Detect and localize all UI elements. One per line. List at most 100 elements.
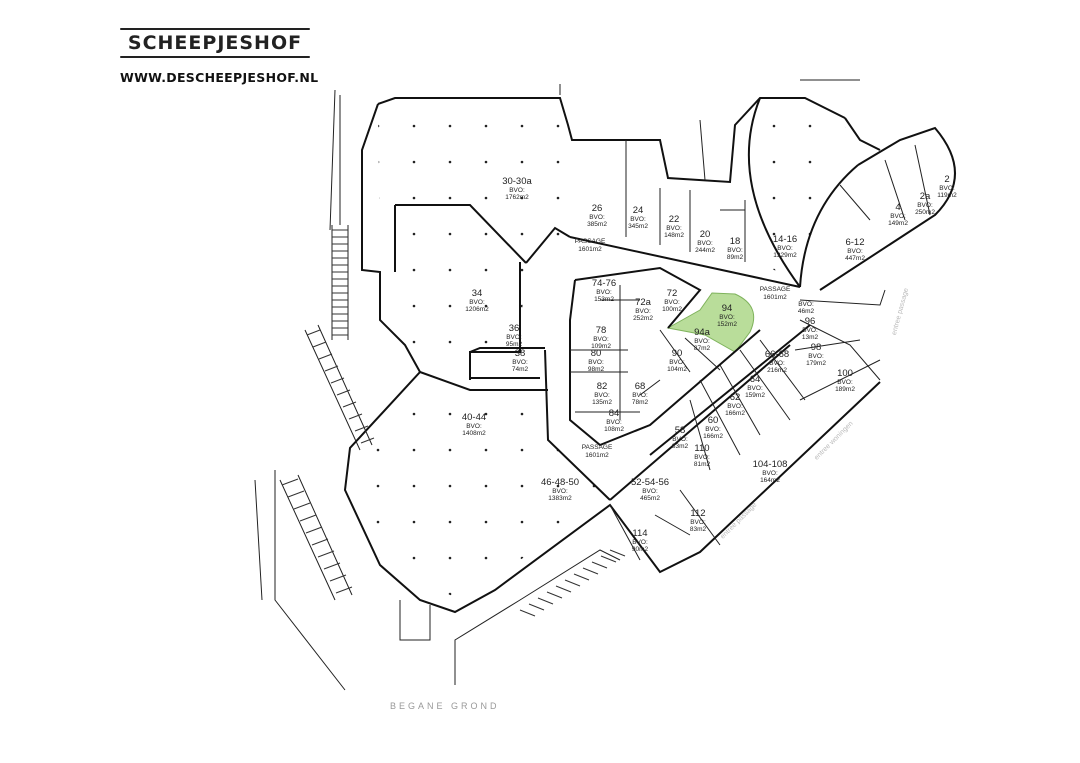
- unit-number: 110: [694, 443, 709, 454]
- unit-area: 89m2: [727, 254, 744, 261]
- parking-stall-line: [335, 586, 353, 594]
- unit-area: 1206m2: [465, 306, 489, 313]
- unit-bvo-label: BVO:: [588, 359, 604, 366]
- parking-stall-line: [609, 549, 626, 557]
- passage-label: PASSAGE: [575, 238, 606, 245]
- unit-bvo-label: BVO:: [630, 216, 646, 223]
- parking-stall-line: [293, 502, 311, 510]
- parking-stall-line: [312, 341, 327, 348]
- logo: SCHEEPJESHOF: [120, 28, 310, 58]
- unit-bvo-label: BVO:: [939, 185, 955, 192]
- parking-stall-line: [528, 603, 545, 611]
- unit-bvo-label: BVO:: [635, 308, 651, 315]
- unit-number: 52-54-56: [631, 477, 669, 488]
- logo-bar-bottom: [120, 56, 310, 58]
- parking-stall-line: [299, 514, 317, 522]
- building-walls: [343, 97, 956, 614]
- parking-stall-line: [342, 401, 357, 408]
- unit-number: 104-108: [753, 459, 788, 470]
- unit-bvo-label: BVO:: [727, 247, 743, 254]
- unit-number: 22: [669, 214, 680, 225]
- unit-bvo-label: BVO:: [672, 436, 688, 443]
- unit-area: 74m2: [512, 366, 529, 373]
- unit-area: 95m2: [506, 341, 523, 348]
- unit-area: 252m2: [633, 315, 653, 322]
- unit-number: 24: [633, 205, 644, 216]
- passage-label: PASSAGE: [760, 286, 791, 293]
- unit-area: 159m2: [745, 392, 765, 399]
- parking-stall-line: [330, 377, 345, 384]
- unit-area: 119m2: [937, 192, 957, 199]
- unit-area: 166m2: [703, 433, 723, 440]
- parking-stall-line: [318, 353, 333, 360]
- unit-area: 81m2: [694, 461, 711, 468]
- logo-bar-top: [120, 28, 310, 30]
- unit-area: 83m2: [690, 526, 707, 533]
- unit-area: 78m2: [632, 399, 649, 406]
- unit-bvo-label: BVO:: [694, 338, 710, 345]
- parking-stall-line: [519, 609, 536, 617]
- unit-area: 13m2: [802, 334, 819, 341]
- unit-bvo-label: BVO:: [632, 539, 648, 546]
- unit-number: 96: [805, 316, 816, 327]
- unit-94-highlight[interactable]: [666, 292, 755, 353]
- unit-area: 164m2: [760, 477, 780, 484]
- parking-stall-line: [324, 365, 339, 372]
- unit-bvo-label: BVO:: [642, 488, 658, 495]
- unit-area: 135m2: [592, 399, 612, 406]
- unit-area: 83m2: [672, 443, 689, 450]
- unit-bvo-label: BVO:: [719, 314, 735, 321]
- unit-area: 98m2: [588, 366, 605, 373]
- parking-stall-line: [546, 591, 563, 599]
- parking-stall-line: [537, 597, 554, 605]
- parking-stall-line: [591, 561, 608, 569]
- unit-number: 6-12: [845, 237, 864, 248]
- unit-bvo-label: BVO:: [847, 248, 863, 255]
- unit-bvo-label: BVO:: [690, 519, 706, 526]
- unit-number: 98: [811, 342, 822, 353]
- unit-bvo-label: BVO:: [552, 488, 568, 495]
- parking-stall-line: [329, 574, 347, 582]
- unit-number: 90: [672, 348, 683, 359]
- unit-bvo-label: BVO:: [666, 225, 682, 232]
- store-area-34: [395, 205, 525, 380]
- parking-stripes: [281, 229, 626, 617]
- unit-number: 38: [515, 348, 526, 359]
- unit-bvo-label: BVO:: [596, 289, 612, 296]
- passage-area: 1601m2: [578, 246, 602, 253]
- unit-number: 20: [700, 229, 711, 240]
- unit-area: 108m2: [604, 426, 624, 433]
- unit-number: 72a: [635, 297, 652, 308]
- unit-area: 189m2: [835, 386, 855, 393]
- passage-label: PASSAGE: [582, 444, 613, 451]
- unit-number: 18: [730, 236, 741, 247]
- unit-bvo-label: BVO:: [917, 202, 933, 209]
- unit-bvo-label: BVO:: [798, 301, 814, 308]
- unit-bvo-label: BVO:: [762, 470, 778, 477]
- unit-area: 1383m2: [548, 495, 572, 502]
- unit-bvo-label: BVO:: [802, 327, 818, 334]
- unit-number: 40-44: [462, 412, 486, 423]
- unit-area: 100m2: [662, 306, 682, 313]
- unit-bvo-label: BVO:: [606, 419, 622, 426]
- unit-labels: 30-30aBVO:1762m226BVO:385m224BVO:345m222…: [462, 174, 957, 553]
- unit-number: 80: [591, 348, 602, 359]
- unit-number: 58: [675, 425, 686, 436]
- unit-bvo-label: BVO:: [469, 299, 485, 306]
- unit-area: 90m2: [632, 546, 649, 553]
- unit-number: 30-30a: [502, 176, 532, 187]
- parking-stall-line: [305, 526, 323, 534]
- floor-label: BEGANE GROND: [390, 701, 500, 711]
- parking-stall-line: [311, 538, 329, 546]
- unit-area: 216m2: [767, 367, 787, 374]
- website-link[interactable]: WWW.DESCHEEPJESHOF.NL: [120, 70, 319, 85]
- unit-bvo-label: BVO:: [589, 214, 605, 221]
- unit-number: 34: [472, 288, 483, 299]
- parking-stall-line: [573, 573, 590, 581]
- unit-number: 68: [635, 381, 646, 392]
- unit-bvo-label: BVO:: [694, 454, 710, 461]
- unit-bvo-label: BVO:: [509, 187, 525, 194]
- unit-bvo-label: BVO:: [808, 353, 824, 360]
- parking-stall-line: [323, 562, 341, 570]
